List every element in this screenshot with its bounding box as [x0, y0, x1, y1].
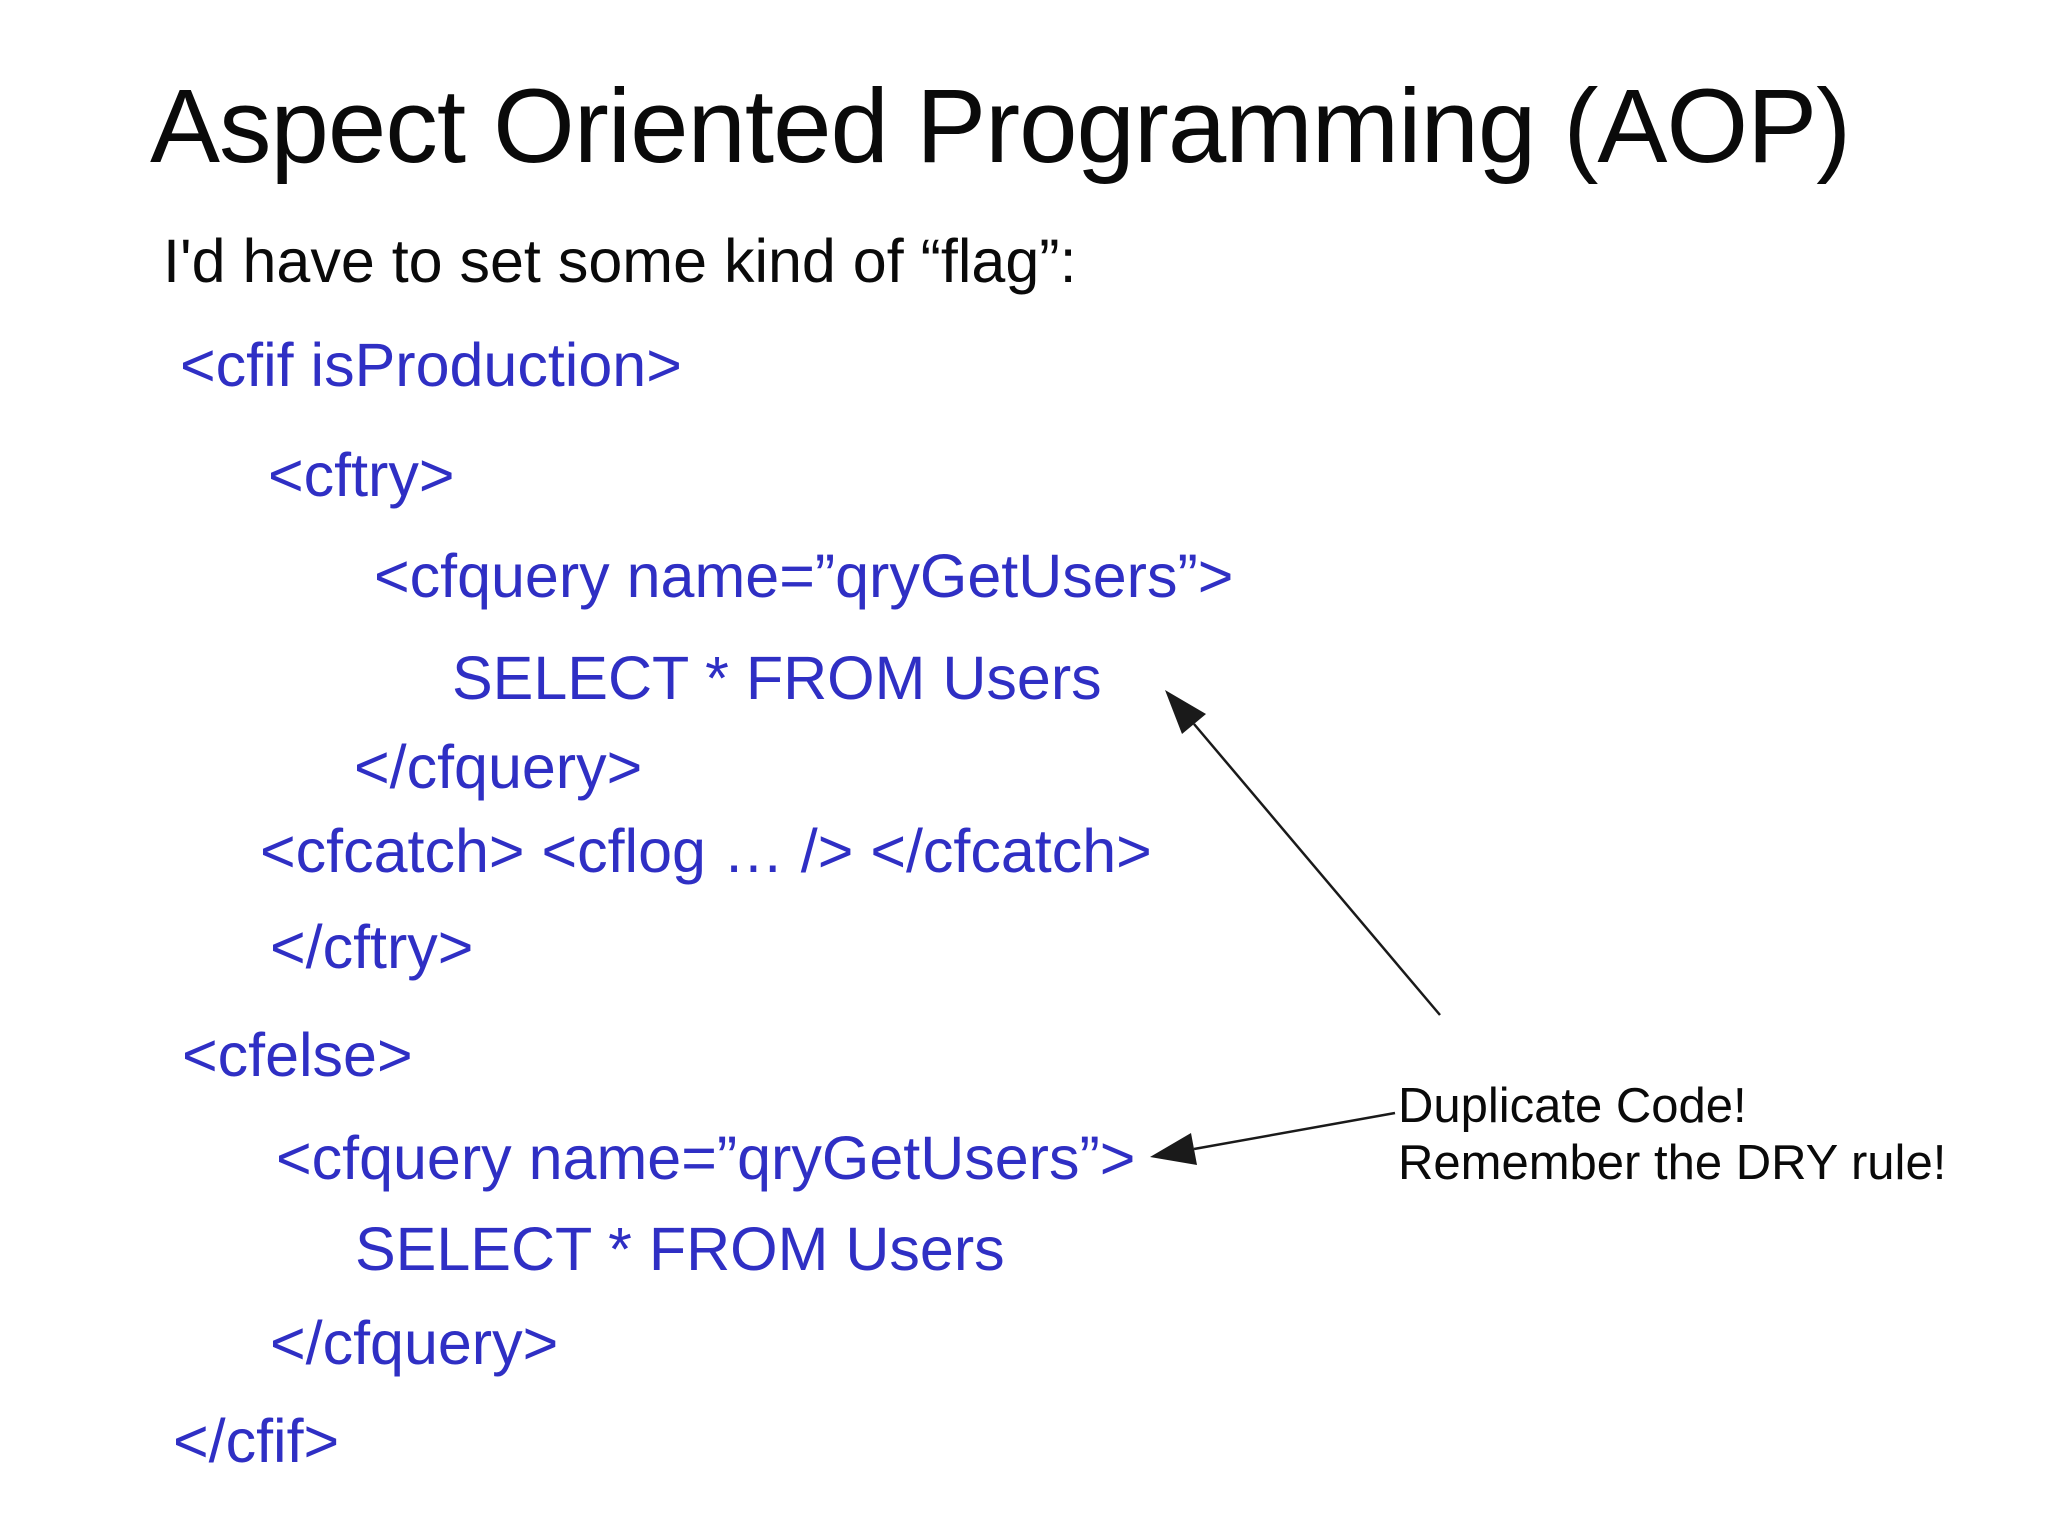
duplicate-code-note-line2: Remember the DRY rule!: [1398, 1136, 1947, 1190]
code-line: <cfif isProduction>: [180, 331, 682, 399]
code-line: </cfif>: [173, 1407, 340, 1475]
code-line: <cfquery name=”qryGetUsers”>: [276, 1124, 1136, 1192]
code-line: </cfquery>: [354, 733, 643, 801]
code-line: <cfcatch> <cflog … /> </cfcatch>: [260, 817, 1152, 885]
code-line: SELECT * FROM Users: [355, 1215, 1005, 1283]
code-line: </cftry>: [270, 913, 474, 981]
arrow-to-first-query-icon: [1165, 690, 1441, 1016]
code-line: SELECT * FROM Users: [452, 644, 1102, 712]
code-line: <cftry>: [268, 441, 455, 509]
code-line: <cfquery name=”qryGetUsers”>: [374, 542, 1234, 610]
arrow-to-second-query-icon: [1150, 1111, 1396, 1165]
slide-title: Aspect Oriented Programming (AOP): [150, 68, 1851, 185]
intro-text: I'd have to set some kind of “flag”:: [163, 227, 1077, 295]
code-line: </cfquery>: [270, 1309, 559, 1377]
code-line: <cfelse>: [182, 1021, 413, 1089]
duplicate-code-note: Duplicate Code! Remember the DRY rule!: [1398, 1078, 1946, 1192]
duplicate-code-note-line1: Duplicate Code!: [1398, 1079, 1747, 1133]
